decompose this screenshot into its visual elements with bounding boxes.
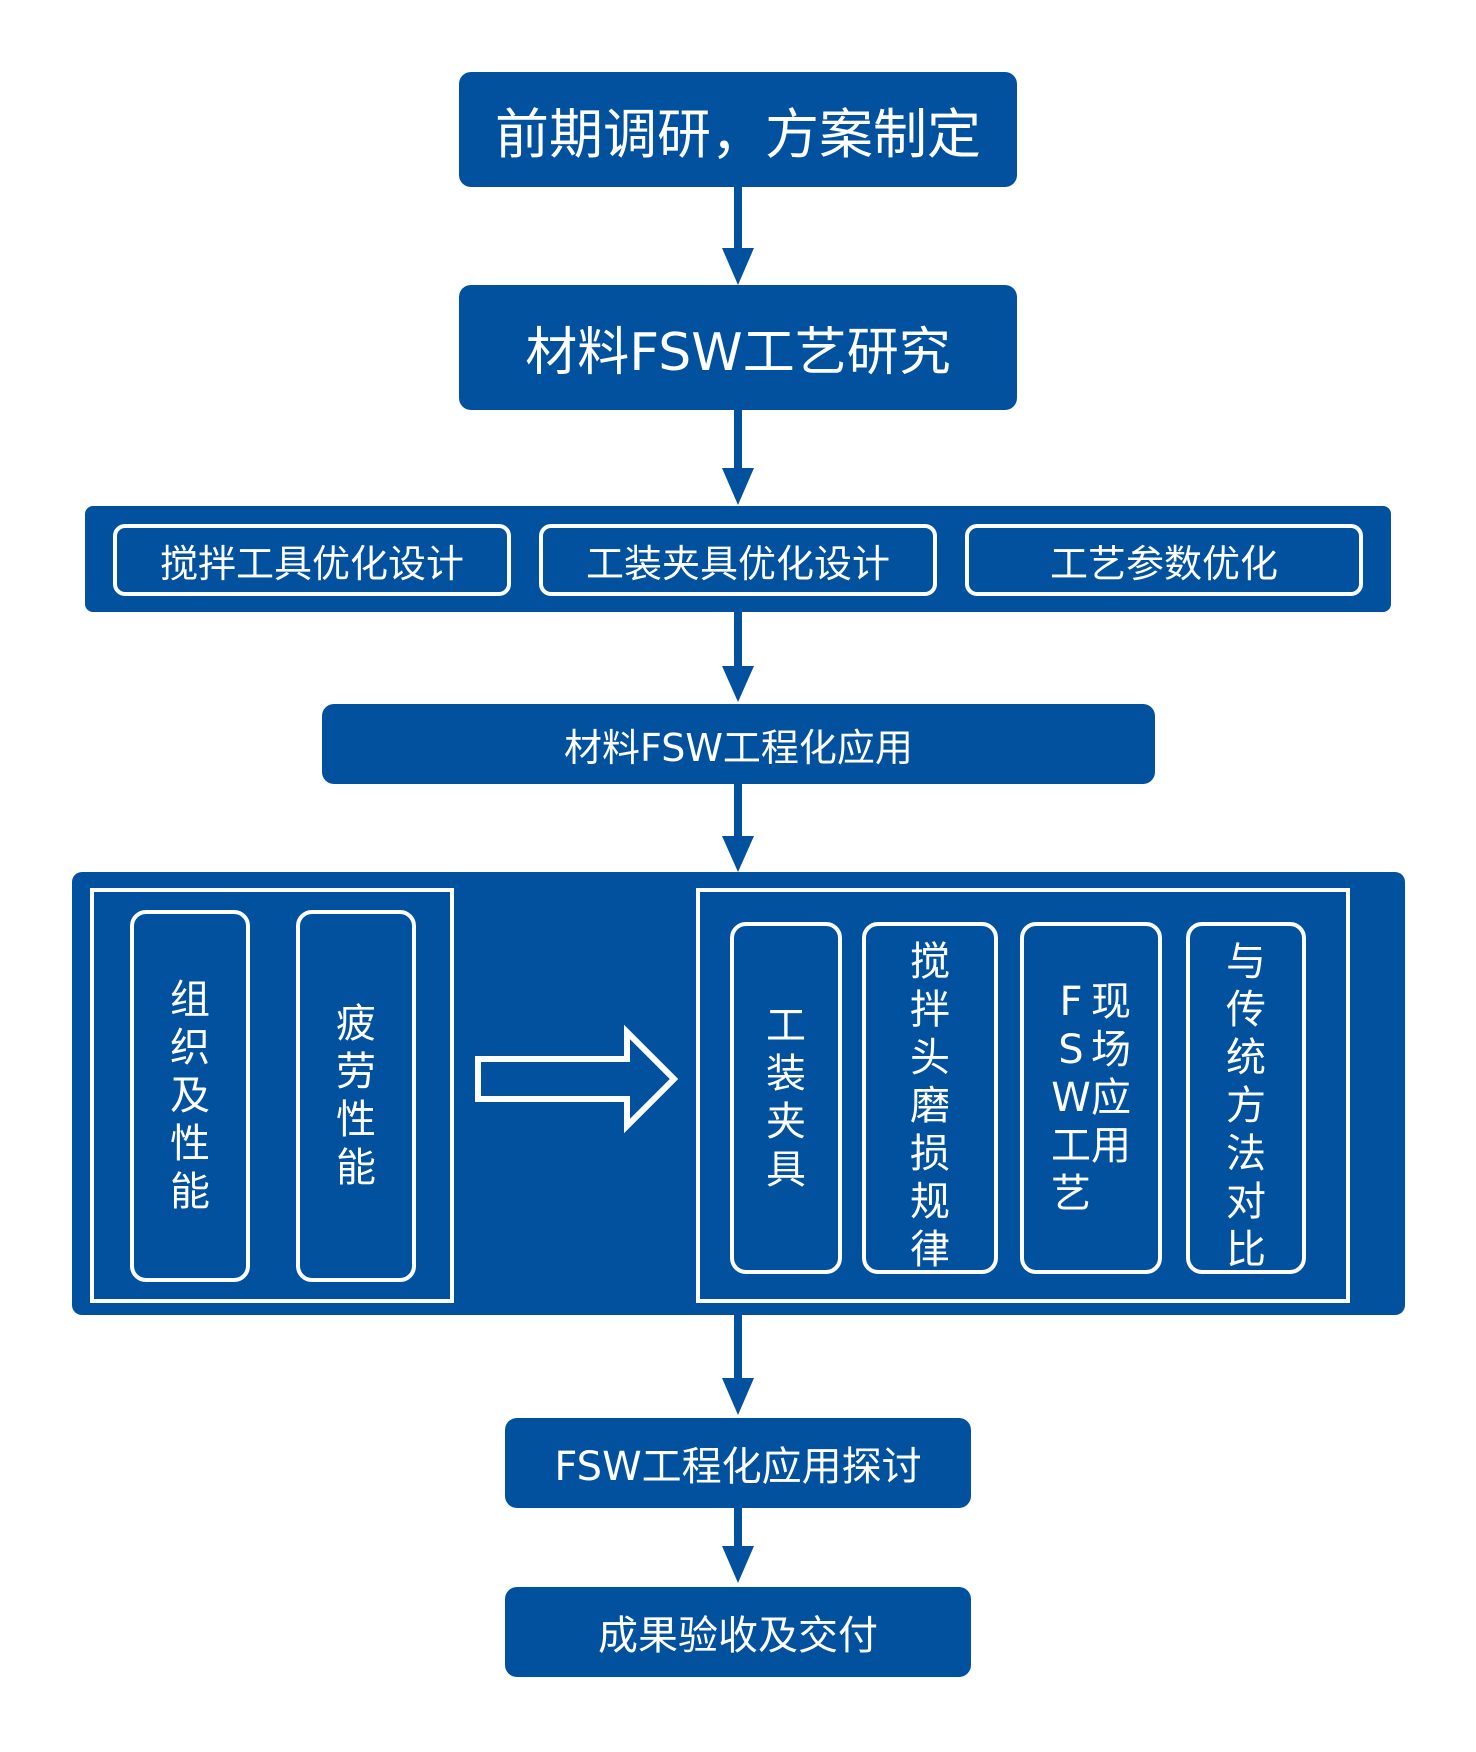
step-label-discussion: FSW工程化应用探讨	[554, 1444, 922, 1490]
right-column-tool-wear: 搅拌头磨损规律	[862, 922, 998, 1274]
step-label-engineering-application: 材料FSW工程化应用	[564, 725, 913, 770]
field-application-prefix-2: W	[1051, 1075, 1091, 1121]
field-application-prefix-1: S	[1058, 1027, 1084, 1073]
step-label-research: 前期调研，方案制定	[495, 103, 981, 166]
optimization-item-tool: 搅拌工具优化设计	[113, 524, 511, 596]
arrowhead-5-6	[722, 1378, 754, 1415]
step-label-process-study: 材料FSW工艺研究	[525, 323, 951, 383]
step-box-discussion: FSW工程化应用探讨	[505, 1418, 971, 1508]
field-application-prefix-4: 艺	[1051, 1171, 1091, 1217]
field-application-label: 现场应用	[1091, 979, 1131, 1169]
step-box-research: 前期调研，方案制定	[459, 72, 1017, 187]
right-column-comparison-label: 与传统方法对比	[1226, 939, 1266, 1273]
right-column-field-application: F S W 工 艺 现场应用	[1020, 922, 1162, 1274]
arrowhead-6-7	[722, 1546, 754, 1583]
left-column-microstructure-label: 组织及性能	[170, 977, 210, 1215]
step-label-delivery: 成果验收及交付	[598, 1613, 878, 1659]
right-column-fixture-label: 工装夹具	[766, 1003, 806, 1193]
step-box-evaluation: 组织及性能 疲劳性能 工装夹具 搅拌头磨损规律 F S W	[72, 872, 1405, 1315]
step-box-engineering-application: 材料FSW工程化应用	[322, 704, 1155, 784]
left-column-microstructure: 组织及性能	[130, 910, 250, 1282]
optimization-item-fixture: 工装夹具优化设计	[539, 524, 937, 596]
arrowhead-1-2	[722, 248, 754, 285]
hollow-right-arrow	[475, 1024, 679, 1134]
left-column-fatigue: 疲劳性能	[296, 910, 416, 1282]
step-box-delivery: 成果验收及交付	[505, 1587, 971, 1677]
optimization-item-tool-label: 搅拌工具优化设计	[159, 541, 464, 586]
right-column-fixture: 工装夹具	[730, 922, 842, 1274]
field-application-prefix-3: 工	[1051, 1123, 1091, 1169]
step-box-optimization: 搅拌工具优化设计 工装夹具优化设计 工艺参数优化	[85, 506, 1391, 612]
field-application-text: F S W 工 艺 现场应用	[1051, 978, 1131, 1218]
field-application-prefix: F S W 工 艺	[1051, 978, 1091, 1218]
right-frame: 工装夹具 搅拌头磨损规律 F S W 工 艺 现场应用 与传统方	[696, 888, 1350, 1303]
optimization-item-parameters: 工艺参数优化	[965, 524, 1363, 596]
field-application-prefix-0: F	[1059, 979, 1083, 1025]
left-column-fatigue-label: 疲劳性能	[336, 1001, 376, 1191]
left-frame: 组织及性能 疲劳性能	[90, 888, 454, 1303]
arrowhead-4-5	[722, 836, 754, 872]
arrowhead-2-3	[722, 468, 754, 505]
step-box-process-study: 材料FSW工艺研究	[459, 285, 1017, 410]
optimization-item-parameters-label: 工艺参数优化	[1049, 541, 1278, 586]
optimization-item-fixture-label: 工装夹具优化设计	[585, 541, 890, 586]
right-column-tool-wear-label: 搅拌头磨损规律	[910, 939, 950, 1273]
arrowhead-3-4	[722, 666, 754, 702]
right-column-comparison: 与传统方法对比	[1186, 922, 1306, 1274]
